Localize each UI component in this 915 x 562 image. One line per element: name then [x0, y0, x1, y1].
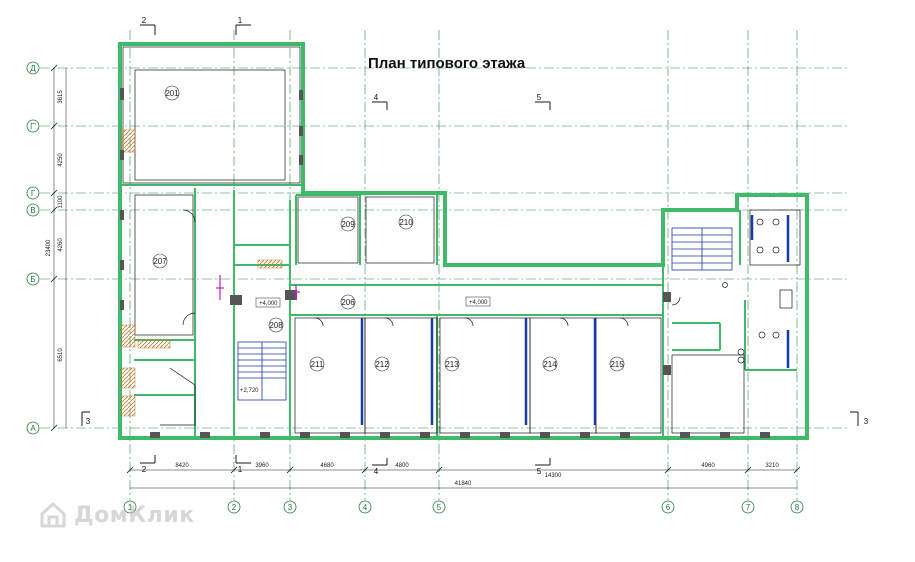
room-tag-210: 210: [398, 214, 414, 230]
watermark-text: ДомКлик: [74, 502, 195, 528]
section-top-4: 4: [374, 93, 379, 102]
room-tag-212: 212: [374, 356, 390, 372]
axis-label-5: 5: [437, 503, 442, 512]
room-tag-214: 214: [542, 356, 558, 372]
axis-label-8: 8: [795, 503, 800, 512]
axis-bubbles-vertical: [123, 500, 804, 514]
section-bottom-2: 2: [142, 465, 147, 474]
window-piers: [120, 129, 283, 417]
room-label-210: 210: [399, 218, 413, 227]
axis-bubbles-horizontal: [26, 61, 40, 435]
room-label-215: 215: [610, 360, 624, 369]
section-bottom-4: 4: [374, 467, 379, 476]
watermark: ДомКлик: [38, 500, 195, 530]
room-label-213: 213: [445, 360, 459, 369]
level-mark-3: +2,720: [240, 388, 259, 394]
room-label-206: 206: [341, 298, 355, 307]
dim-left-2: 4250: [58, 153, 64, 167]
room-tag-206: 206: [340, 294, 356, 310]
axis-label-7: 7: [746, 503, 751, 512]
section-side-left: 3: [86, 417, 91, 426]
vertical-axis-labels: 1 2 3 4 5 6 7 8: [128, 503, 800, 512]
room-tag-201: 201: [164, 85, 180, 101]
dim-left-5: 6510: [58, 348, 64, 362]
axis-label-6: 6: [666, 503, 671, 512]
axis-label-g: Г: [31, 189, 36, 198]
room-label-209: 209: [341, 220, 355, 229]
dim-7-8: 3210: [765, 463, 779, 469]
level-marks: +4,000 +4,000 +2,720: [240, 296, 491, 394]
axis-label-g-prime: Г': [30, 122, 36, 131]
room-tag-215: 215: [609, 356, 625, 372]
partition-blue: [360, 215, 790, 425]
dimension-lines: [53, 68, 797, 489]
room-tag-213: 213: [444, 356, 460, 372]
section-top-2: 2: [142, 16, 147, 25]
room-label-201: 201: [165, 89, 179, 98]
axis-label-d: Д: [30, 64, 36, 73]
axis-label-b: Б: [30, 275, 35, 284]
plan-title: План типового этажа: [368, 55, 526, 72]
room-tag-209: 209: [340, 216, 356, 232]
room-label-208: 208: [269, 321, 283, 330]
stairs-main: [237, 341, 287, 401]
dim-1-2: 8420: [175, 463, 189, 469]
domclick-house-icon: [40, 502, 66, 528]
dim-left-3: 1100: [58, 195, 64, 209]
section-top-5: 5: [537, 93, 542, 102]
stairs-east: [671, 227, 733, 271]
dimension-ticks: [50, 64, 801, 474]
dim-left-4: 4260: [58, 238, 64, 252]
section-side-right: 3: [864, 417, 869, 426]
wall-openings: [120, 88, 770, 438]
service-markers: [216, 275, 300, 300]
dim-2-3: 3960: [255, 463, 269, 469]
section-top-1: 1: [238, 16, 243, 25]
dim-4-5: 4800: [395, 463, 409, 469]
left-dimension-labels: 3615 4250 1100 4260 23400 6510: [46, 90, 64, 362]
room-tag-207: 207: [152, 253, 168, 269]
outer-walls: [118, 42, 809, 440]
axis-label-a: А: [30, 424, 36, 433]
bottom-dimension-labels: 8420 3960 4680 4800 14300 4960 3210 4184…: [175, 463, 779, 487]
dim-left-1: 3615: [58, 90, 64, 104]
axis-label-4: 4: [363, 503, 368, 512]
level-mark-2: +4,000: [469, 300, 488, 306]
room-label-211: 211: [311, 360, 324, 369]
section-bottom-1: 1: [238, 465, 243, 474]
section-labels: 2 1 4 5 2 1 4 5 3 3: [86, 16, 869, 476]
sanitary-fixtures: [722, 218, 793, 364]
room-label-212: 212: [375, 360, 389, 369]
dim-3-4: 4680: [320, 463, 334, 469]
room-number-labels: 201 207 206 208 209 210 211 212 213 214 …: [152, 85, 625, 372]
axis-label-v: В: [30, 206, 35, 215]
dim-total: 41840: [455, 481, 472, 487]
dim-5-6: 14300: [545, 473, 562, 479]
dim-left-total: 23400: [46, 239, 52, 256]
dim-6-7: 4960: [701, 463, 715, 469]
room-tag-211: 211: [309, 356, 325, 372]
room-label-207: 207: [153, 257, 167, 266]
room-tag-208: 208: [268, 317, 284, 333]
level-mark-1: +4,000: [259, 301, 278, 307]
horizontal-axis-labels: Д Г' Г В Б А: [30, 64, 36, 433]
inner-walls: [120, 184, 797, 438]
axis-label-1: 1: [128, 503, 133, 512]
axis-label-3: 3: [288, 503, 293, 512]
room-label-214: 214: [543, 360, 557, 369]
axis-label-2: 2: [232, 503, 237, 512]
section-markers: [81, 24, 859, 466]
detail-lines: [122, 46, 801, 434]
section-bottom-5: 5: [537, 467, 542, 476]
